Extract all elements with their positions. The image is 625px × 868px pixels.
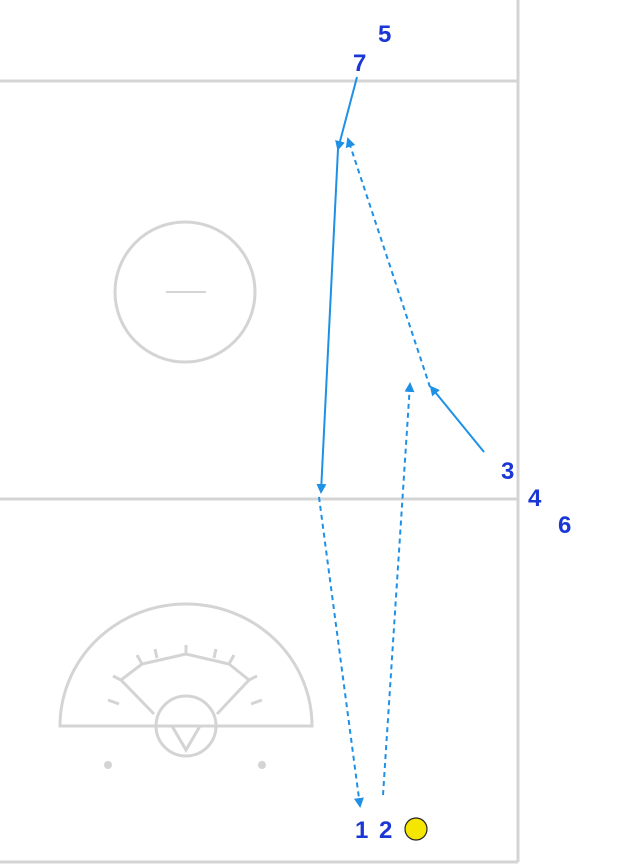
cut-arrow-7	[335, 76, 358, 151]
player-6-label: 6	[558, 512, 571, 539]
cut-arrow-7-down	[316, 148, 339, 494]
player-1-label: 1	[355, 817, 368, 844]
ball-icon	[404, 817, 428, 841]
goal-crease	[154, 694, 218, 758]
play-arrows	[316, 76, 485, 808]
dash-mark	[250, 698, 263, 706]
hash-mark	[112, 674, 122, 682]
player-4-label: 4	[528, 485, 542, 512]
pass-arrow-to-1	[318, 496, 364, 808]
hash-mark	[153, 648, 159, 659]
hash-mark	[135, 654, 144, 665]
player-2-label: 2	[379, 817, 392, 844]
scoring-area	[58, 602, 314, 769]
cut-arrow-3	[429, 385, 485, 453]
player-5-label: 5	[378, 21, 391, 48]
hash-mark	[212, 648, 218, 659]
field-lines	[0, 0, 520, 864]
goal-triangle	[169, 724, 203, 753]
center-circle	[113, 220, 257, 364]
dash-mark	[107, 698, 120, 706]
goal-line-dot	[104, 761, 112, 769]
eight-meter-arc	[58, 602, 314, 728]
pass-arrow-2-up	[382, 382, 415, 796]
player-labels: 5 7 3 4 6 1 2	[353, 21, 571, 844]
hash-mark	[248, 674, 258, 682]
player-3-label: 3	[501, 458, 514, 485]
player-7-label: 7	[353, 50, 366, 77]
pass-arrow-to-7	[345, 137, 431, 388]
hash-mark	[227, 654, 236, 665]
goal-line-dot	[258, 761, 266, 769]
